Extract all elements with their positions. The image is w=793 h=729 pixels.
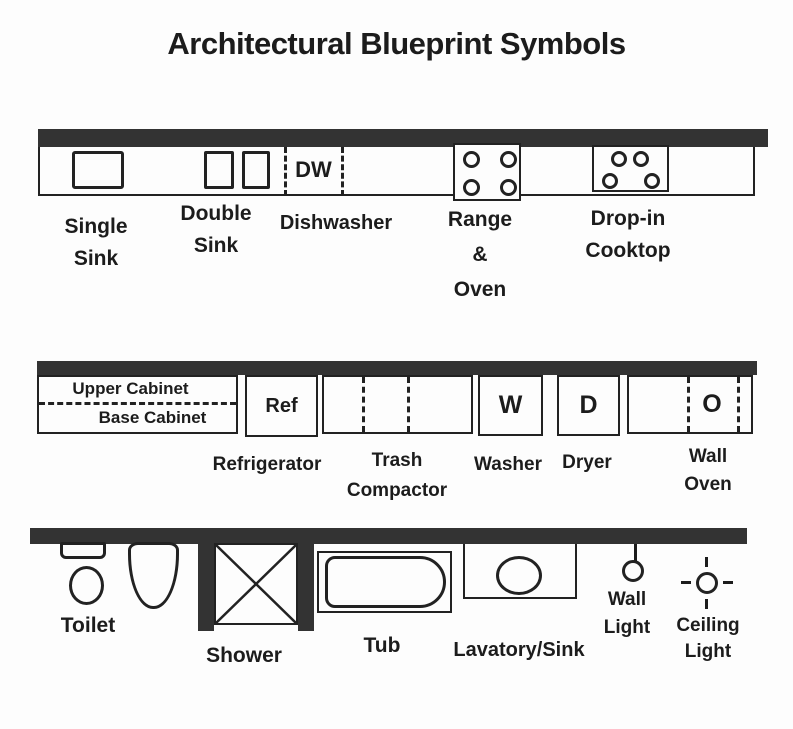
trash-compactor-dash	[362, 377, 365, 432]
tub-label: Tub	[363, 634, 401, 657]
range-burner	[500, 179, 517, 196]
wall-light-label: Wall Light	[603, 589, 651, 638]
lavatory-label: Lavatory/Sink	[453, 639, 585, 661]
ceiling-light-label: Ceiling Light	[676, 615, 740, 662]
shower-pan	[214, 543, 298, 625]
refrigerator-label: Refrigerator	[212, 454, 322, 475]
kitchen-wall-band	[38, 129, 768, 147]
cooktop-burner	[611, 151, 627, 167]
tub-basin-symbol	[325, 556, 446, 608]
wall-oven-dash	[737, 377, 740, 432]
wall-light-stem	[634, 544, 637, 561]
dishwasher-right-dash	[341, 147, 344, 196]
lavatory-symbol	[463, 544, 577, 599]
range-burner	[463, 151, 480, 168]
trash-compactor-label: Trash Compactor	[346, 450, 448, 501]
wall-oven-symbol: O	[627, 375, 753, 434]
page-title: Architectural Blueprint Symbols	[167, 26, 626, 61]
ceiling-light-tick-left	[681, 581, 691, 584]
single-sink-symbol	[72, 151, 124, 189]
double-sink-right-basin	[242, 151, 270, 189]
wall-oven-dash	[687, 377, 690, 432]
lavatory-basin	[496, 556, 542, 595]
range-oven-symbol	[453, 143, 521, 201]
cabinet-symbol: Upper Cabinet Base Cabinet	[37, 375, 238, 434]
double-sink-left-basin	[204, 151, 234, 189]
kitchen-counter	[38, 147, 755, 196]
trash-compactor-symbol	[322, 375, 473, 434]
cooktop-burner	[644, 173, 660, 189]
ceiling-light-tick-right	[723, 581, 733, 584]
shower-label: Shower	[206, 644, 282, 667]
dishwasher-label: Dishwasher	[279, 212, 393, 234]
upper-cabinet-text: Upper Cabinet	[72, 379, 189, 398]
single-sink-label: Single Sink	[64, 215, 128, 270]
shower-symbol	[198, 543, 314, 631]
wall-oven-abbr: O	[702, 390, 722, 418]
washer-symbol: W	[478, 375, 543, 436]
drop-in-cooktop-symbol	[592, 145, 669, 192]
cabinet-divider-dash	[39, 402, 236, 405]
dryer-label: Dryer	[562, 452, 612, 473]
appliance-wall-band	[37, 361, 757, 375]
washer-label: Washer	[474, 454, 542, 475]
shower-x-glyph	[216, 545, 296, 623]
range-burner	[463, 179, 480, 196]
shower-right-wall	[298, 543, 314, 631]
trash-compactor-dash	[407, 377, 410, 432]
ceiling-light-tick-bottom	[705, 599, 708, 609]
wall-light-symbol	[622, 560, 644, 582]
bathroom-wall-band	[30, 528, 747, 544]
double-sink-label: Double Sink	[180, 202, 252, 257]
range-oven-label: Range & Oven	[447, 208, 513, 301]
cooktop-burner	[602, 173, 618, 189]
wall-oven-label: Wall Oven	[684, 446, 732, 495]
ceiling-light-symbol	[696, 572, 718, 594]
drop-in-cooktop-label: Drop-in Cooktop	[585, 207, 671, 262]
refrigerator-symbol: Ref	[245, 375, 318, 437]
toilet-tank-symbol	[60, 542, 106, 559]
toilet-bowl-symbol	[69, 566, 104, 605]
cooktop-burner	[633, 151, 649, 167]
ceiling-light-tick-top	[705, 557, 708, 567]
dryer-symbol: D	[557, 375, 620, 436]
toilet-elongated-symbol	[128, 542, 179, 609]
base-cabinet-text: Base Cabinet	[98, 408, 207, 427]
dishwasher-left-dash	[284, 147, 287, 196]
toilet-label: Toilet	[60, 614, 116, 637]
dishwasher-abbr: DW	[295, 157, 332, 182]
range-burner	[500, 151, 517, 168]
shower-left-wall	[198, 543, 214, 631]
